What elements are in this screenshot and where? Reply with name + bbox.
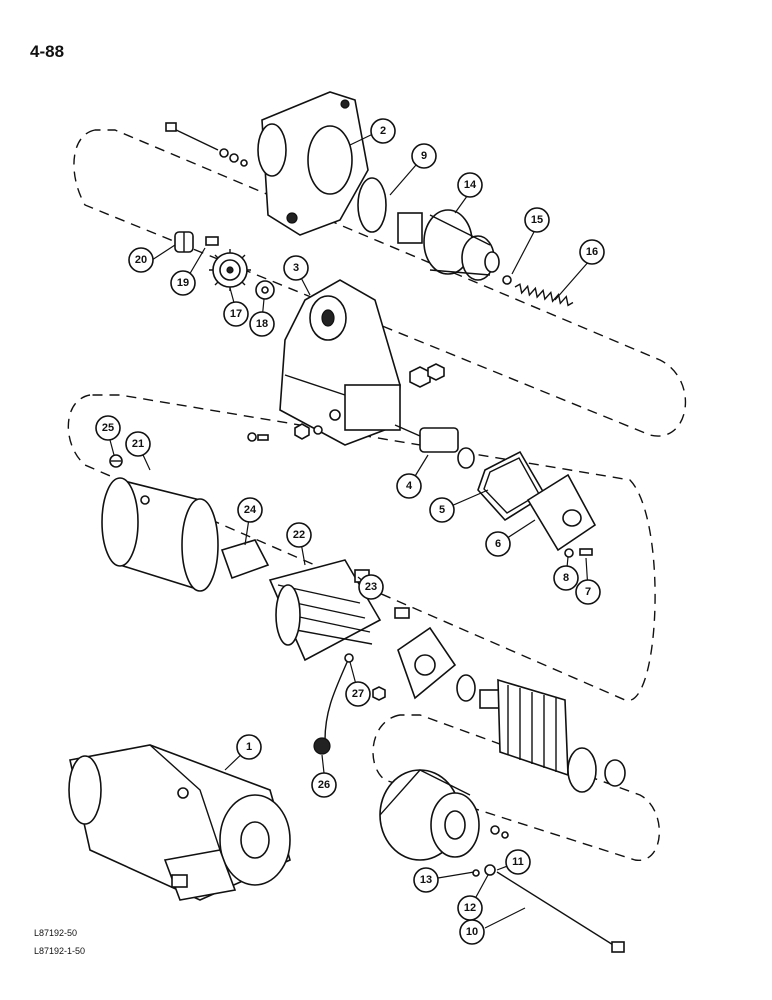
figure-id-1: L87192-50 xyxy=(34,928,78,938)
nut-washer-part xyxy=(294,423,323,440)
callout-19: 19 xyxy=(170,270,196,296)
field-frame-part xyxy=(101,477,219,592)
drive-clutch-part xyxy=(397,209,500,281)
svg-text:14: 14 xyxy=(464,179,477,191)
callout-11: 11 xyxy=(505,849,531,875)
through-bolt-part xyxy=(472,864,625,953)
svg-text:18: 18 xyxy=(256,318,268,330)
callout-13: 13 xyxy=(413,867,439,893)
callout-20: 20 xyxy=(128,247,154,273)
svg-text:3: 3 xyxy=(293,262,299,274)
svg-text:1: 1 xyxy=(246,741,252,753)
svg-text:22: 22 xyxy=(293,529,305,541)
callout-9: 9 xyxy=(411,143,437,169)
figure-id-2: L87192-1-50 xyxy=(34,946,86,956)
o-ring-part xyxy=(357,177,387,233)
callout-10: 10 xyxy=(459,919,485,945)
callout-23: 23 xyxy=(358,574,384,600)
callout-7: 7 xyxy=(575,579,601,605)
callout-17: 17 xyxy=(223,301,249,327)
pin-part xyxy=(205,236,219,246)
callout-26: 26 xyxy=(311,772,337,798)
svg-text:20: 20 xyxy=(135,254,147,266)
gear-housing-part xyxy=(279,279,445,446)
svg-text:7: 7 xyxy=(585,586,591,598)
svg-text:21: 21 xyxy=(132,438,144,450)
svg-text:15: 15 xyxy=(531,214,543,226)
svg-text:11: 11 xyxy=(512,856,524,868)
svg-text:12: 12 xyxy=(464,902,476,914)
callout-15: 15 xyxy=(524,207,550,233)
svg-text:27: 27 xyxy=(352,688,364,700)
retainer-part xyxy=(174,231,194,253)
callout-27: 27 xyxy=(345,681,371,707)
svg-text:17: 17 xyxy=(230,308,242,320)
callout-3: 3 xyxy=(283,255,309,281)
svg-text:23: 23 xyxy=(365,581,377,593)
group-outline-upper xyxy=(73,129,687,437)
armature-part xyxy=(479,678,626,793)
svg-text:9: 9 xyxy=(421,150,427,162)
svg-text:24: 24 xyxy=(244,504,257,516)
callout-22: 22 xyxy=(286,522,312,548)
pole-shoe-part xyxy=(220,539,270,580)
screw-part-small xyxy=(247,432,269,442)
spring-part xyxy=(514,283,574,307)
svg-text:2: 2 xyxy=(380,125,386,137)
svg-text:19: 19 xyxy=(177,277,189,289)
callout-14: 14 xyxy=(457,172,483,198)
svg-text:5: 5 xyxy=(439,504,445,516)
ball-part xyxy=(502,275,512,285)
callout-12: 12 xyxy=(457,895,483,921)
cover-screw-part xyxy=(564,548,593,558)
washer-part xyxy=(255,280,275,300)
svg-text:8: 8 xyxy=(563,572,569,584)
idler-gear-part xyxy=(209,249,251,291)
svg-text:16: 16 xyxy=(586,246,598,258)
end-frame-part xyxy=(379,769,480,861)
callout-5: 5 xyxy=(429,497,455,523)
field-lead-part xyxy=(313,653,386,755)
svg-text:10: 10 xyxy=(466,926,478,938)
svg-text:13: 13 xyxy=(420,874,432,886)
frame-screw-part xyxy=(109,454,123,468)
callout-2: 2 xyxy=(370,118,396,144)
bearing-part xyxy=(456,674,476,702)
solenoid-cover-part xyxy=(526,473,597,552)
callout-4: 4 xyxy=(396,473,422,499)
callout-25: 25 xyxy=(95,415,121,441)
callout-6: 6 xyxy=(485,531,511,557)
callout-18: 18 xyxy=(249,311,275,337)
svg-text:25: 25 xyxy=(102,422,114,434)
group-outline-middle xyxy=(67,394,656,701)
callout-24: 24 xyxy=(237,497,263,523)
svg-text:26: 26 xyxy=(318,779,330,791)
plunger-part xyxy=(394,424,475,469)
callout-16: 16 xyxy=(579,239,605,265)
starter-assembly-part xyxy=(68,744,291,901)
end-screw-part xyxy=(490,825,500,835)
page-number: 4-88 xyxy=(30,42,65,61)
group-outline-lower xyxy=(372,714,661,861)
callout-8: 8 xyxy=(553,565,579,591)
callout-1: 1 xyxy=(236,734,262,760)
drive-housing-part xyxy=(165,91,369,236)
callout-21: 21 xyxy=(125,431,151,457)
svg-text:4: 4 xyxy=(406,480,413,492)
field-coil-part xyxy=(268,559,410,662)
svg-text:6: 6 xyxy=(495,538,501,550)
